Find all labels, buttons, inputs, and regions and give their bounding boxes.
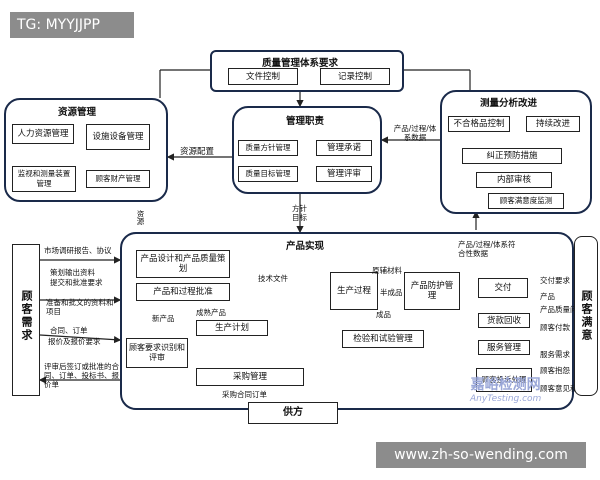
supplier-box[interactable]: 供方 bbox=[248, 402, 338, 424]
quote-label: 报价及报价要求 bbox=[48, 337, 101, 346]
product-title: 产品实现 bbox=[286, 241, 325, 252]
plan-output-label: 策划输出资料 bbox=[50, 268, 95, 277]
nonconforming-box[interactable]: 不合格品控制 bbox=[448, 116, 510, 132]
qms-title: 质量管理体系要求 bbox=[262, 58, 339, 69]
delivery-box[interactable]: 交付 bbox=[478, 278, 528, 298]
r-complain-label: 顾客抱怨 bbox=[540, 366, 570, 375]
customer-need-label: 顾客需求 bbox=[20, 290, 33, 342]
production-process-box[interactable]: 生产过程 bbox=[330, 272, 378, 310]
finished-product-label: 成品 bbox=[376, 310, 391, 319]
resource-alloc-label: 资源配置 bbox=[180, 147, 215, 157]
resource-v-label: 资源 bbox=[136, 210, 145, 225]
continuous-improve-box[interactable]: 持续改进 bbox=[526, 116, 580, 132]
policy-objective-label: 方针目标 bbox=[292, 204, 307, 222]
customer-satisfaction-label: 顾客满意 bbox=[580, 290, 593, 342]
purchase-order-label: 采购合同订单 bbox=[222, 390, 267, 399]
review-box[interactable]: 管理评审 bbox=[316, 166, 372, 182]
inspect-box[interactable]: 检验和试验管理 bbox=[342, 330, 424, 348]
corrective-action-box[interactable]: 纠正预防措施 bbox=[462, 148, 562, 164]
contract-label: 合同、订单 bbox=[50, 326, 88, 335]
satisfaction-box[interactable]: 顾客满意度监测 bbox=[488, 193, 564, 209]
brand-watermark-line2: AnyTesting.com bbox=[470, 394, 542, 404]
measure-device-box[interactable]: 监视和测量装置管理 bbox=[12, 166, 76, 192]
conformity-data-label: 产品/过程/体系符合性数据 bbox=[458, 240, 516, 258]
customer-satisfaction-panel bbox=[574, 236, 598, 396]
approval-box[interactable]: 产品和过程批准 bbox=[136, 283, 230, 301]
req-review-box[interactable]: 顾客要求识别和评审 bbox=[126, 338, 188, 368]
brand-watermark-line1: 嘉峪检测网 bbox=[470, 377, 541, 393]
resource-title: 资源管理 bbox=[58, 107, 97, 118]
commitment-box[interactable]: 管理承诺 bbox=[316, 140, 372, 156]
policy-box[interactable]: 质量方针管理 bbox=[238, 140, 298, 156]
new-product-label: 新产品 bbox=[152, 314, 175, 323]
r-product-label: 产品 bbox=[540, 292, 555, 301]
tag-label: TG: MYYJJPP bbox=[10, 12, 134, 38]
design-plan-box[interactable]: 产品设计和产品质量策划 bbox=[136, 250, 230, 278]
protect-box[interactable]: 产品防护管理 bbox=[404, 272, 460, 310]
doc-control-box[interactable]: 文件控制 bbox=[228, 68, 298, 85]
raw-material-label: 原辅材料 bbox=[372, 266, 402, 275]
mature-product-label: 成熟产品 bbox=[196, 308, 226, 317]
analysis-title: 测量分析改进 bbox=[480, 98, 538, 109]
r-pay-label: 顾客付款 bbox=[540, 323, 570, 332]
process-data-label: 产品/过程/体系数据 bbox=[393, 124, 437, 142]
signed-contract-label: 评审后签订或批准的合同、订单、投标书、报价单 bbox=[44, 362, 119, 389]
internal-audit-box[interactable]: 内部审核 bbox=[476, 172, 552, 188]
equipment-box[interactable]: 设施设备管理 bbox=[86, 124, 150, 150]
mgmt-title: 管理职责 bbox=[286, 116, 325, 127]
semi-product-label: 半成品 bbox=[380, 288, 403, 297]
brand-watermark: 嘉峪检测网 AnyTesting.com bbox=[470, 374, 541, 404]
prep-doc-label: 准备和批文的资料和项目 bbox=[46, 298, 114, 316]
payment-box[interactable]: 货款回收 bbox=[478, 313, 530, 328]
purchase-box[interactable]: 采购管理 bbox=[196, 368, 304, 386]
production-plan-box[interactable]: 生产计划 bbox=[196, 320, 268, 336]
hr-box[interactable]: 人力资源管理 bbox=[12, 124, 74, 144]
record-control-box[interactable]: 记录控制 bbox=[320, 68, 390, 85]
complaint-box[interactable]: 顾客投诉处理 bbox=[476, 368, 532, 392]
submit-approve-label: 提交和批准要求 bbox=[50, 278, 103, 287]
market-label: 市场调研报告、协议 bbox=[44, 246, 112, 255]
service-box[interactable]: 服务管理 bbox=[478, 340, 530, 355]
r-delivery-req-label: 交付要求 bbox=[540, 276, 570, 285]
url-label: www.zh-so-wending.com bbox=[376, 442, 586, 468]
customer-property-box[interactable]: 顾客财产管理 bbox=[86, 170, 150, 188]
r-advice-label: 顾客意见和建议 bbox=[540, 384, 593, 393]
customer-need-panel bbox=[12, 244, 40, 396]
objective-box[interactable]: 质量目标管理 bbox=[238, 166, 298, 182]
r-service-label: 服务需求 bbox=[540, 350, 570, 359]
tech-doc-label: 技术文件 bbox=[258, 274, 288, 283]
r-quality-label: 产品质量问题 bbox=[540, 305, 585, 314]
